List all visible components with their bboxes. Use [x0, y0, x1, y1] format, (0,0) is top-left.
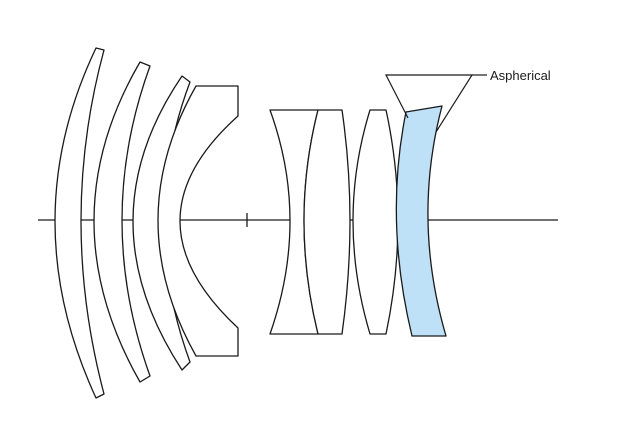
aspherical-callout-lines	[385, 74, 474, 133]
lens-element-4	[157, 85, 239, 357]
lens-element-2	[93, 61, 151, 383]
aspherical-label: Aspherical	[490, 68, 551, 83]
lens-element-6	[303, 109, 351, 335]
lens-element-1	[54, 47, 105, 399]
aspherical-lens-element	[395, 105, 447, 337]
lens-element-7	[352, 109, 399, 335]
